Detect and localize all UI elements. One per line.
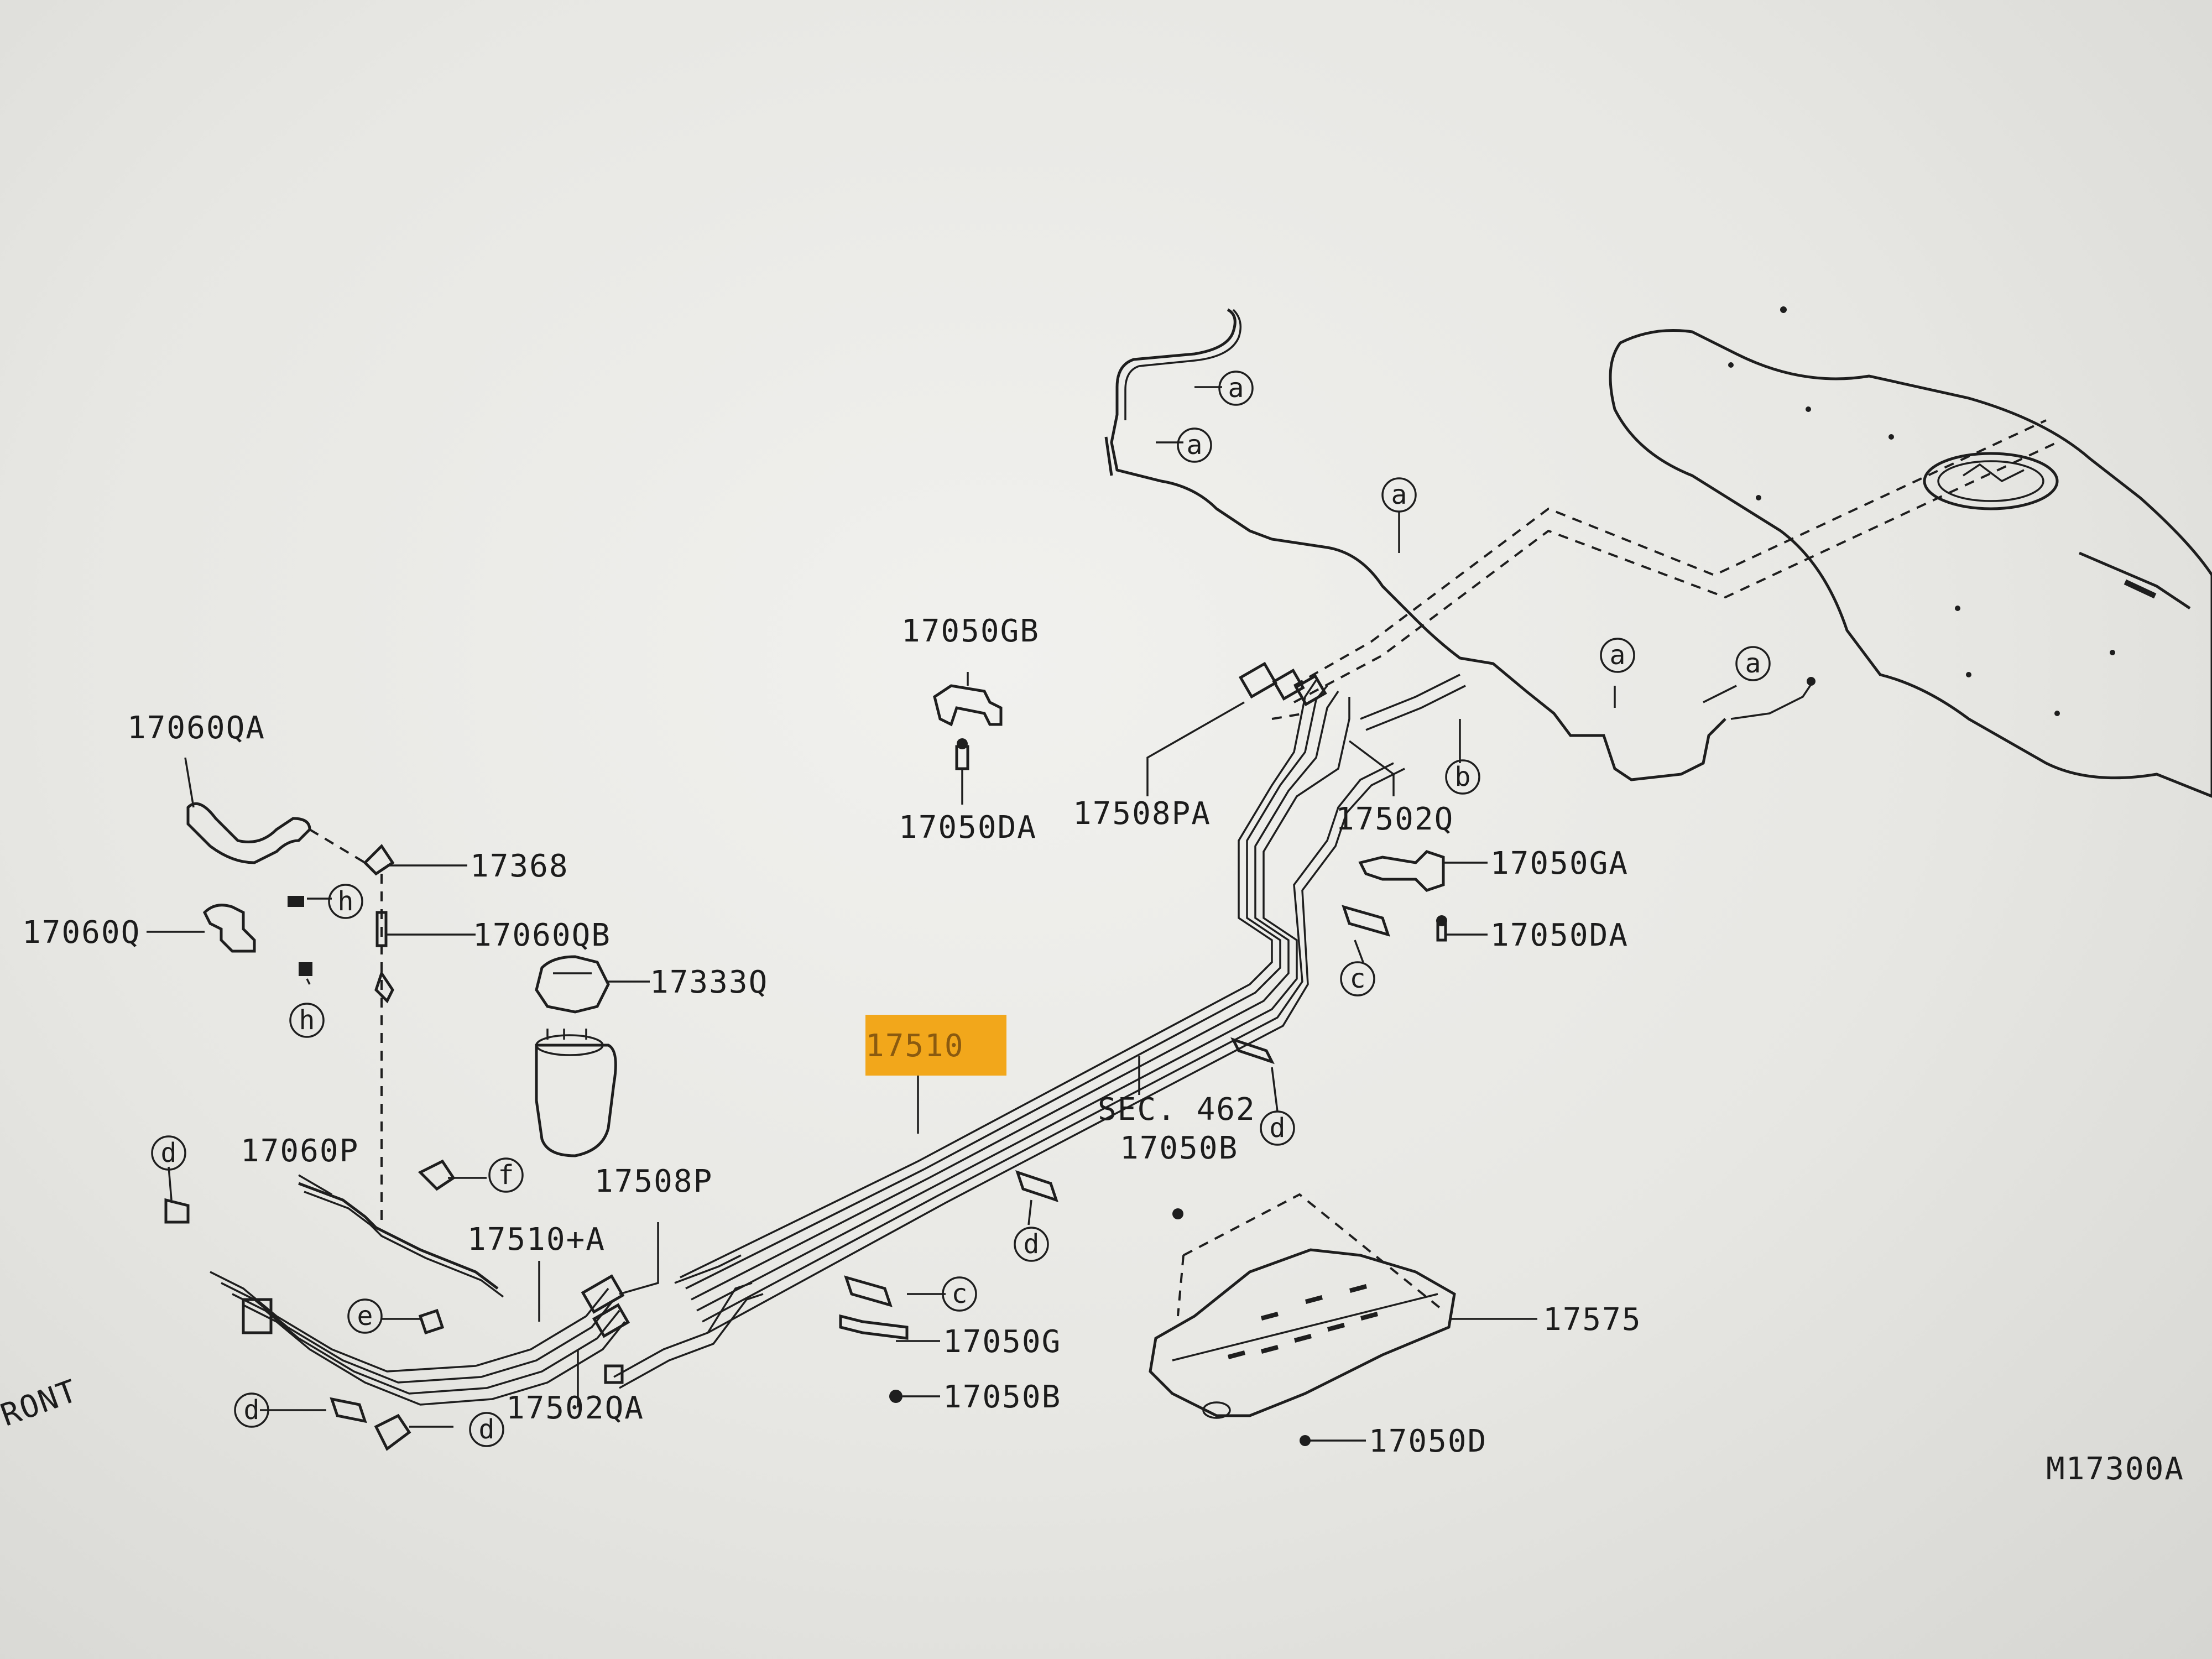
svg-text:d: d	[161, 1138, 177, 1168]
svg-text:a: a	[1187, 430, 1203, 461]
marker-a: a	[1381, 477, 1417, 513]
label-sec-462: SEC. 462	[1098, 1092, 1256, 1128]
marker-a: a	[1177, 427, 1212, 463]
marker-d: d	[151, 1135, 186, 1171]
diagram-code: M17300A	[2046, 1451, 2184, 1487]
marker-h: h	[289, 1003, 325, 1038]
circled-markers: a a a a a b c c d d d d d e f h h	[151, 371, 1771, 1447]
leader-lines	[147, 386, 1737, 1442]
svg-text:b: b	[1455, 761, 1471, 792]
marker-f: f	[488, 1157, 524, 1193]
svg-text:d: d	[479, 1414, 495, 1445]
label-17575: 17575	[1543, 1302, 1642, 1338]
label-17050GB: 17050GB	[901, 613, 1040, 649]
label-17060Q: 17060Q	[22, 915, 140, 951]
svg-text:h: h	[299, 1005, 315, 1036]
marker-h: h	[328, 884, 363, 919]
svg-text:d: d	[1270, 1113, 1286, 1144]
svg-text:a: a	[1745, 648, 1761, 679]
marker-c: c	[942, 1276, 977, 1312]
marker-d: d	[234, 1392, 269, 1428]
highlighted-part-label-17510: 17510	[865, 1028, 964, 1064]
label-17060QB: 17060QB	[473, 917, 611, 953]
marker-c: c	[1340, 961, 1375, 997]
marker-a: a	[1600, 638, 1635, 673]
svg-text:h: h	[338, 886, 354, 917]
marker-a: a	[1735, 646, 1771, 681]
label-17502QA: 17502QA	[506, 1390, 644, 1426]
highlight-box-17510	[865, 1015, 1006, 1076]
label-17510-plus-a: 17510+A	[467, 1222, 606, 1258]
marker-e: e	[347, 1298, 383, 1334]
upper-fuel-lines	[1104, 308, 2058, 781]
middle-parts	[839, 684, 1456, 1446]
svg-text:c: c	[952, 1279, 968, 1310]
label-17050G: 17050G	[943, 1324, 1061, 1360]
main-tube-bundle-17510	[604, 661, 1466, 1389]
label-17502Q: 17502Q	[1335, 801, 1454, 837]
part-labels: 17060QA 17368 17060Q 17060QB 17333Q 1706…	[0, 613, 2184, 1487]
label-17508P: 17508P	[594, 1164, 713, 1199]
label-17050B-top: 17050B	[1120, 1130, 1238, 1166]
svg-text:a: a	[1228, 373, 1244, 404]
svg-text:a: a	[1391, 479, 1407, 510]
label-17050DA-top: 17050DA	[899, 810, 1037, 846]
front-direction-label: RONT	[0, 1373, 82, 1434]
svg-text:f: f	[498, 1160, 514, 1191]
label-17050GA: 17050GA	[1490, 846, 1629, 881]
fuel-tank	[1609, 306, 2212, 798]
label-17050D: 17050D	[1369, 1423, 1487, 1459]
label-17050B-bottom: 17050B	[943, 1379, 1061, 1415]
label-17333Q: 17333Q	[650, 964, 768, 1000]
label-17060QA: 17060QA	[127, 710, 265, 746]
label-17060P: 17060P	[241, 1133, 359, 1169]
marker-d: d	[1014, 1227, 1049, 1262]
marker-a: a	[1218, 371, 1254, 406]
label-17368: 17368	[470, 848, 569, 884]
svg-text:d: d	[244, 1395, 260, 1426]
svg-text:e: e	[357, 1301, 373, 1332]
label-17050DA-right: 17050DA	[1490, 917, 1629, 953]
marker-d: d	[1260, 1110, 1295, 1146]
marker-b: b	[1445, 759, 1480, 795]
svg-text:a: a	[1610, 640, 1626, 671]
marker-d: d	[469, 1412, 504, 1447]
svg-text:d: d	[1024, 1229, 1040, 1260]
front-left-assembly	[164, 802, 630, 1451]
label-17508PA: 17508PA	[1073, 796, 1211, 832]
svg-text:c: c	[1350, 963, 1366, 994]
